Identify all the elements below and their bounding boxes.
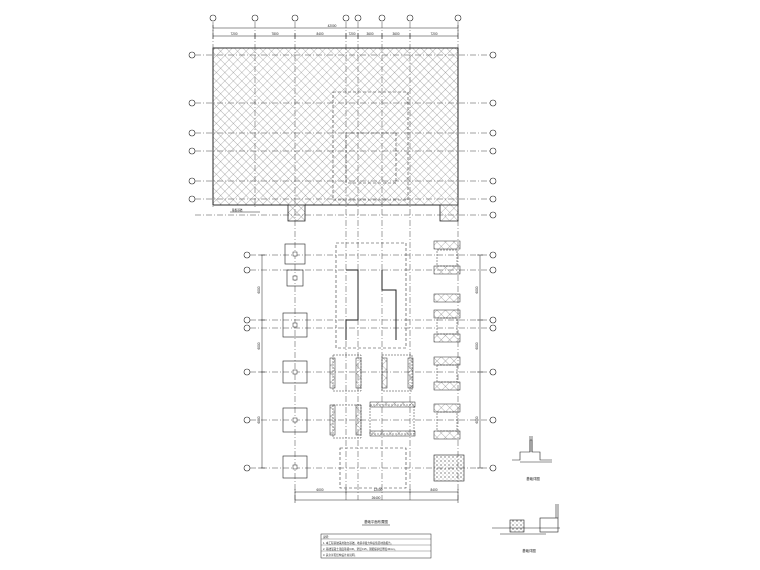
main-plan-title: 基础平面布置图 xyxy=(364,519,388,524)
right-footing-outlines xyxy=(436,249,458,432)
dim-text: 8400 xyxy=(316,32,323,36)
notes-box: 说明： 1. 本工程基础采用独立基础，地基承载力特征值见地勘报告。 2. 基础混… xyxy=(320,533,432,559)
dim-text: 6000 xyxy=(257,342,261,349)
note-line: 1. 本工程基础采用独立基础，地基承载力特征值见地勘报告。 xyxy=(323,541,393,545)
dim-text: 3600 xyxy=(366,32,373,36)
dim-text: 6000 xyxy=(475,342,479,349)
left-footing-columns xyxy=(292,251,298,470)
detail-1-title: 基础详图 xyxy=(526,476,540,481)
dim-text: 6000 xyxy=(257,416,261,423)
bottom-dimension-texts: 6000 12000 8400 26400 xyxy=(316,488,437,500)
note-line: 3. 其余详见结构设计总说明。 xyxy=(323,553,357,557)
bottom-overall-dimension: 26400 xyxy=(372,496,381,500)
dim-text: 8400 xyxy=(430,488,437,492)
axis-bubbles-right-lower xyxy=(489,251,497,472)
axis-bubbles-top xyxy=(209,14,462,22)
axis-bubbles-left-upper xyxy=(188,51,196,203)
right-footings xyxy=(433,240,461,440)
raft-foundation xyxy=(212,47,459,222)
dim-text: 7800 xyxy=(271,32,278,36)
dim-text: 3600 xyxy=(392,32,399,36)
legend-label: 筏板基础 xyxy=(232,208,243,212)
axis-bubbles-left-lower xyxy=(243,251,251,472)
right-dimension-line xyxy=(477,254,483,469)
dim-text: 7200 xyxy=(230,32,237,36)
top-dimension-texts: 7200 7800 8400 7200 3600 3600 7200 xyxy=(230,32,437,36)
dim-text: 7200 xyxy=(430,32,437,36)
detail-2 xyxy=(492,504,560,535)
dim-text: 12000 xyxy=(374,488,383,492)
core-walls xyxy=(345,269,397,340)
dim-text: 6000 xyxy=(475,416,479,423)
right-dimension-texts: 6000 6000 6000 xyxy=(475,286,479,423)
bottom-dimension-line xyxy=(294,489,459,503)
axis-bubbles-right-upper xyxy=(489,51,497,219)
pile-cap xyxy=(433,454,465,482)
detail-2-title: 基础详图 xyxy=(522,548,536,553)
dim-text: 6000 xyxy=(316,488,323,492)
middle-footing-outlines xyxy=(332,354,415,439)
dim-text: 6000 xyxy=(257,286,261,293)
top-overall-dimension: 42000 xyxy=(328,24,337,28)
notes-heading: 说明： xyxy=(323,535,331,539)
left-dimension-line xyxy=(259,254,265,469)
top-dimension-line xyxy=(212,25,459,39)
detail-1 xyxy=(512,436,552,463)
middle-strip-footings xyxy=(329,357,416,437)
left-footings xyxy=(282,243,308,479)
left-dimension-texts: 6000 6000 6000 xyxy=(257,286,261,423)
dim-text: 6000 xyxy=(475,286,479,293)
note-line: 2. 基础混凝土强度等级C30，垫层C15，钢筋保护层厚度40mm。 xyxy=(323,547,397,551)
dim-text: 7200 xyxy=(348,32,355,36)
